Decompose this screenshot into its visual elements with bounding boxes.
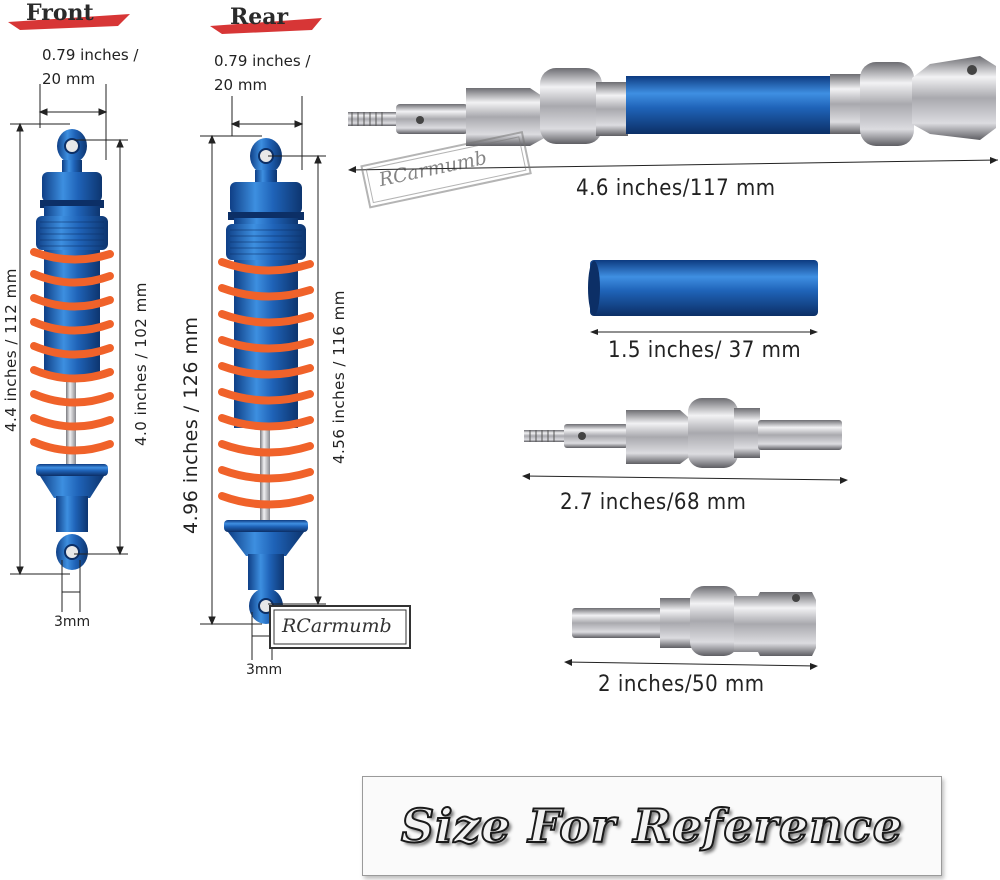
front-eye-size: 3mm (54, 614, 91, 630)
front-total-height: 4.4 inches / 112 mm (2, 268, 20, 432)
rear-shock (218, 138, 314, 624)
shaft-mid-size: 2.7 inches/68 mm (560, 490, 747, 515)
front-width-mm: 20 mm (42, 70, 96, 88)
rear-total-height: 4.96 inches / 126 mm (180, 316, 202, 534)
driveshaft-long (348, 56, 999, 173)
rear-eye-size: 3mm (246, 662, 283, 678)
driveshaft-short (564, 586, 818, 670)
size-reference-banner: Size For Reference (362, 776, 942, 876)
tag-swooshes (8, 14, 322, 34)
watermark-frames (269, 130, 532, 649)
front-inner-height: 4.0 inches / 102 mm (132, 282, 150, 446)
banner-title: Size For Reference (400, 798, 903, 854)
driveshaft-mid (522, 398, 848, 484)
front-width-inches: 0.79 inches / (42, 46, 139, 64)
rear-width-inches: 0.79 inches / (214, 52, 311, 70)
front-tag: Front (26, 0, 94, 26)
shaft-short-size: 2 inches/50 mm (598, 672, 765, 697)
rear-inner-height: 4.56 inches / 116 mm (330, 290, 348, 464)
front-shock (30, 129, 114, 570)
blue-tube (588, 260, 818, 335)
shock-dimension-lines (10, 84, 326, 660)
shaft-long-size: 4.6 inches/117 mm (576, 176, 776, 201)
rear-tag: Rear (230, 4, 289, 30)
watermark-rear: RCarmumb (282, 615, 392, 637)
tube-size: 1.5 inches/ 37 mm (608, 338, 802, 363)
rear-width-mm: 20 mm (214, 76, 268, 94)
